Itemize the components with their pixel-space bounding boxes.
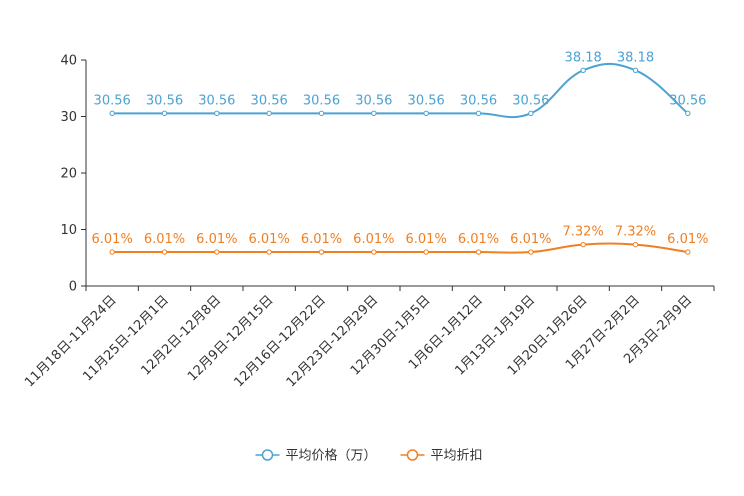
y-tick-label: 40: [60, 54, 77, 69]
series-2-data-label: 6.01%: [667, 232, 708, 247]
series-2-point[interactable]: [109, 249, 115, 255]
series-1-data-label: 30.56: [669, 93, 706, 108]
series-1-data-label: 30.56: [355, 93, 392, 108]
series-2-line: [112, 242, 688, 254]
series-2-point[interactable]: [371, 249, 377, 255]
legend-marker-icon-1: [261, 449, 274, 461]
series-2-point[interactable]: [632, 241, 639, 248]
x-tick-label: 11月18日-11月24日: [22, 293, 119, 390]
series-2-point[interactable]: [528, 249, 534, 255]
series-1-data-label: 30.56: [460, 93, 497, 108]
series-1-point[interactable]: [318, 110, 325, 117]
y-tick-label: 10: [60, 223, 77, 238]
series-2-point[interactable]: [266, 249, 272, 255]
series-2-data-label: 6.01%: [92, 232, 133, 247]
series-2-data-label: 6.01%: [406, 232, 447, 247]
y-tick-label: 20: [60, 167, 77, 182]
series-1-data-label: 30.56: [303, 93, 340, 108]
series-1-point[interactable]: [580, 67, 586, 73]
series-2-data-label: 7.32%: [563, 225, 604, 240]
x-tick-label: 12月16日-12月22日: [231, 293, 328, 390]
y-tick-label: 0: [69, 280, 77, 295]
series-1-data-label: 30.56: [198, 93, 235, 108]
series-1-point[interactable]: [528, 110, 534, 117]
series-1: 30.56 30.56 30.56 30.56 30.56 30.56 30.56 30.56…: [94, 50, 706, 119]
legend-label-2: 平均折扣: [431, 449, 483, 464]
series-1-point[interactable]: [214, 110, 220, 117]
series-2-data-label: 7.32%: [615, 225, 656, 240]
series-2-data-label: 6.01%: [353, 232, 394, 247]
series-1-line: [112, 62, 689, 119]
series-2-point[interactable]: [161, 249, 168, 255]
series-2-data-label: 6.01%: [249, 232, 290, 247]
series-1-point[interactable]: [109, 110, 115, 117]
series-2-data-label: 6.01%: [144, 232, 185, 247]
series-1-point[interactable]: [632, 67, 639, 73]
series-2-point[interactable]: [318, 249, 325, 255]
chart-legend[interactable]: 平均价格（万） 平均折扣: [255, 448, 483, 464]
series-1-data-label: 30.56: [94, 93, 131, 108]
series-1-point[interactable]: [266, 110, 272, 117]
legend-item-2[interactable]: 平均折扣: [400, 449, 483, 464]
series-2-point[interactable]: [423, 249, 429, 255]
series-1-point[interactable]: [685, 110, 691, 117]
chart-series: 30.56 30.56 30.56 30.56 30.56 30.56 30.56 30.56…: [92, 50, 708, 255]
series-2-data-label: 6.01%: [301, 232, 342, 247]
series-1-data-label: 30.56: [408, 93, 445, 108]
series-2-point[interactable]: [475, 249, 482, 255]
series-1-data-label: 30.56: [251, 93, 288, 108]
series-1-point[interactable]: [423, 110, 429, 117]
x-tick-label: 12月23日-12月29日: [284, 293, 381, 390]
series-2: 6.01% 6.01% 6.01% 6.01% 6.01% 6.01% 6.01% 6.01%…: [92, 225, 708, 255]
series-1-data-label: 30.56: [146, 93, 183, 108]
series-2-data-label: 6.01%: [458, 232, 499, 247]
y-tick-label: 30: [60, 110, 77, 125]
series-1-data-label: 30.56: [512, 93, 549, 108]
series-2-data-label: 6.01%: [196, 232, 237, 247]
series-1-point[interactable]: [475, 110, 482, 117]
legend-item-1[interactable]: 平均价格（万）: [255, 448, 377, 464]
series-2-point[interactable]: [685, 249, 691, 255]
series-2-point[interactable]: [580, 241, 586, 248]
legend-marker-icon-2: [406, 449, 419, 461]
series-1-point[interactable]: [371, 110, 377, 117]
series-1-point[interactable]: [161, 110, 168, 117]
series-2-point[interactable]: [214, 249, 220, 255]
series-2-data-label: 6.01%: [510, 232, 551, 247]
series-1-data-label: 38.18: [565, 50, 602, 65]
legend-label-1: 平均价格（万）: [286, 448, 377, 464]
series-1-data-label: 38.18: [617, 50, 654, 65]
